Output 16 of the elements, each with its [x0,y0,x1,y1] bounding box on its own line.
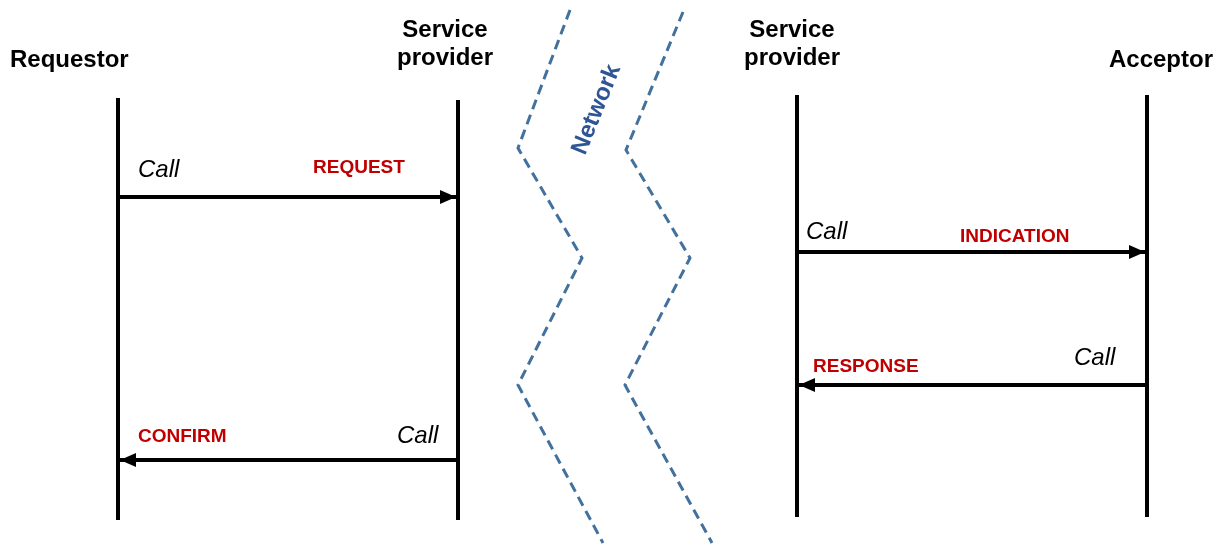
call-label: Call [806,217,848,245]
message-arrow [120,190,456,204]
message-arrow [799,378,1145,392]
edge-label: CONFIRM [138,425,227,447]
participant-label: Service provider [396,15,494,71]
message-arrow [120,453,456,467]
participant-label: Requestor [10,45,130,73]
call-label: Call [1074,343,1116,371]
edge-label: REQUEST [313,156,405,178]
edge-label: INDICATION [960,225,1070,247]
message-arrow [799,245,1145,259]
call-label: Call [138,155,180,183]
call-label: Call [397,421,439,449]
participant-label: Acceptor [1107,45,1213,73]
edge-label: RESPONSE [813,355,919,377]
participant-label: Service provider [743,15,841,71]
